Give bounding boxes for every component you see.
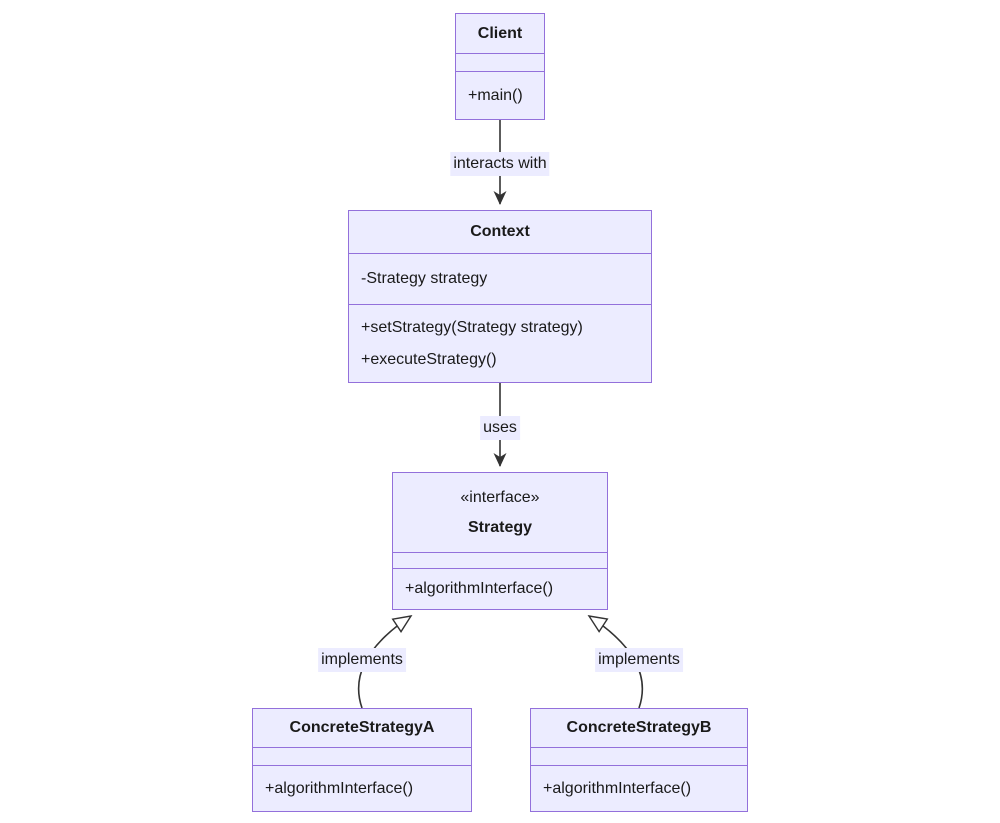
class-title-client: Client	[456, 14, 544, 53]
method-label: +algorithmInterface()	[405, 580, 554, 597]
class-title-concretestrategya: ConcreteStrategyA	[253, 709, 471, 747]
edge-label-uses: uses	[480, 416, 520, 440]
class-name-label: ConcreteStrategyA	[289, 719, 435, 736]
method-label: +algorithmInterface()	[543, 779, 692, 797]
attributes-compartment-strategy	[393, 552, 607, 568]
attribute-label: -Strategy strategy	[361, 270, 488, 287]
methods-compartment-concretestrategya: +algorithmInterface()	[253, 765, 471, 811]
class-title-concretestrategyb: ConcreteStrategyB	[531, 709, 747, 747]
methods-compartment-strategy: +algorithmInterface()	[393, 568, 607, 609]
attributes-compartment-concretestrategyb	[531, 747, 747, 765]
attributes-compartment-concretestrategya	[253, 747, 471, 765]
class-box-concretestrategyb: ConcreteStrategyB +algorithmInterface()	[530, 708, 748, 812]
methods-compartment-client: +main()	[456, 71, 544, 119]
stereotype-label: «interface»	[460, 488, 540, 506]
class-name-label: Client	[477, 24, 523, 42]
method-label: +main()	[468, 86, 523, 104]
edge-label-interacts-with: interacts with	[450, 152, 550, 176]
method-label: +setStrategy(Strategy strategy)	[361, 318, 583, 336]
edge-label-implements-left: implements	[318, 648, 406, 672]
class-box-strategy: «interface» Strategy +algorithmInterface…	[392, 472, 608, 610]
attributes-compartment-context: -Strategy strategy	[349, 253, 651, 304]
class-name-label: ConcreteStrategyB	[566, 719, 712, 736]
class-title-strategy: «interface» Strategy	[393, 473, 607, 552]
methods-compartment-concretestrategyb: +algorithmInterface()	[531, 765, 747, 811]
edge-label-implements-right: implements	[595, 648, 683, 672]
class-box-context: Context -Strategy strategy +setStrategy(…	[348, 210, 652, 383]
class-name-label: Strategy	[467, 518, 533, 536]
methods-compartment-context: +setStrategy(Strategy strategy) +execute…	[349, 304, 651, 382]
attributes-compartment-client	[456, 53, 544, 71]
class-box-concretestrategya: ConcreteStrategyA +algorithmInterface()	[252, 708, 472, 812]
method-label: +executeStrategy()	[361, 350, 497, 368]
method-label: +algorithmInterface()	[265, 779, 414, 797]
class-name-label: Context	[470, 223, 530, 240]
class-title-context: Context	[349, 211, 651, 253]
class-box-client: Client +main()	[455, 13, 545, 120]
